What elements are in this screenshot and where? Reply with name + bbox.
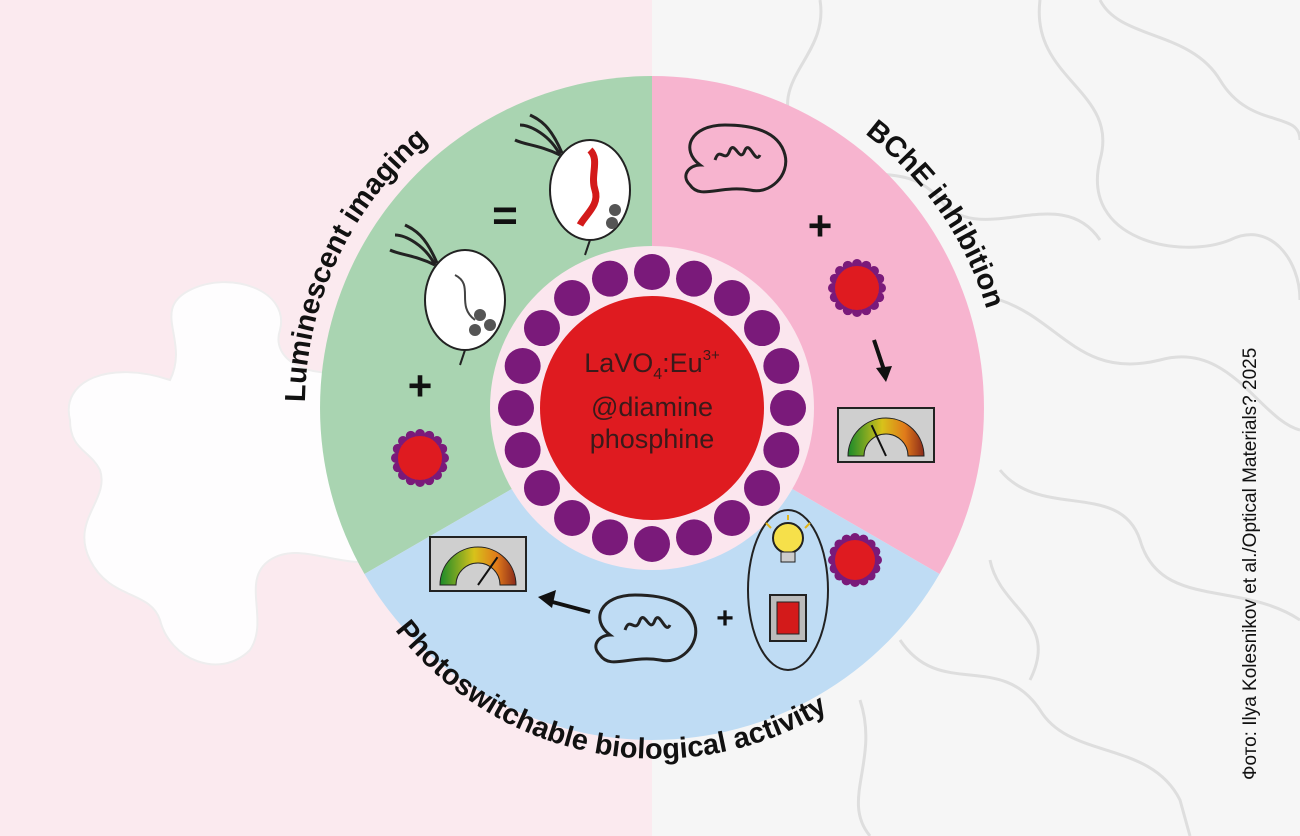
ligand-bead xyxy=(504,347,541,384)
ligand-bead xyxy=(713,500,750,537)
gauge-scale xyxy=(847,417,925,457)
daphnia-stained-icon xyxy=(514,113,631,256)
ligand-bead xyxy=(744,469,781,506)
ligand-bead xyxy=(744,310,781,347)
ligand-bead xyxy=(634,254,670,290)
ligand-bead xyxy=(554,279,591,316)
ligand-bead xyxy=(504,432,541,469)
plus-sign-bche: + xyxy=(808,202,833,249)
ligand-bead xyxy=(763,432,800,469)
ligand-bead xyxy=(763,347,800,384)
core-formula: LaVO4:Eu3+ xyxy=(584,347,720,383)
ligand-shell xyxy=(498,254,806,562)
enzyme-icon xyxy=(684,123,788,194)
arrow-down-icon xyxy=(872,339,892,382)
mini-core xyxy=(835,540,875,580)
ligand-bead xyxy=(591,260,628,297)
ligand-bead xyxy=(713,279,750,316)
ligand-bead xyxy=(523,469,560,506)
nanoparticle-icon xyxy=(828,533,882,587)
switch-icon xyxy=(769,594,807,642)
ligand-bead xyxy=(676,519,713,556)
ligand-bead xyxy=(634,526,670,562)
light-switch-capsule xyxy=(747,509,829,671)
gauge-icon xyxy=(429,536,527,592)
ligand-bead xyxy=(498,390,534,426)
arrow-left-icon xyxy=(538,590,591,614)
lightbulb-icon xyxy=(765,515,811,563)
mini-core xyxy=(398,436,442,480)
ring-sector-photo xyxy=(364,408,940,740)
gauge-needle xyxy=(870,424,887,457)
gauge-needle xyxy=(477,556,499,586)
core-line2: @diamine xyxy=(591,392,713,422)
nanoparticle-icon xyxy=(828,259,886,317)
plus-sign-photo: + xyxy=(716,602,734,635)
puzzle-piece-shape xyxy=(67,281,382,666)
mini-core xyxy=(835,266,879,310)
core-line3: phosphine xyxy=(590,424,715,454)
plus-sign-luminescent: + xyxy=(408,362,433,409)
ligand-bead xyxy=(770,390,806,426)
ligand-bead xyxy=(554,500,591,537)
ligand-bead xyxy=(591,519,628,556)
ligand-bead xyxy=(676,260,713,297)
equals-sign: = xyxy=(492,191,518,240)
gauge-icon xyxy=(837,407,935,463)
photo-credit: Фото: Ilya Kolesnikov et al./Optical Mat… xyxy=(1240,347,1261,780)
enzyme-icon xyxy=(594,593,698,664)
daphnia-icon xyxy=(389,223,506,366)
ligand-bead xyxy=(523,310,560,347)
gauge-scale xyxy=(439,546,517,586)
nanoparticle-icon xyxy=(391,429,449,487)
nanoparticle-core xyxy=(540,296,764,520)
